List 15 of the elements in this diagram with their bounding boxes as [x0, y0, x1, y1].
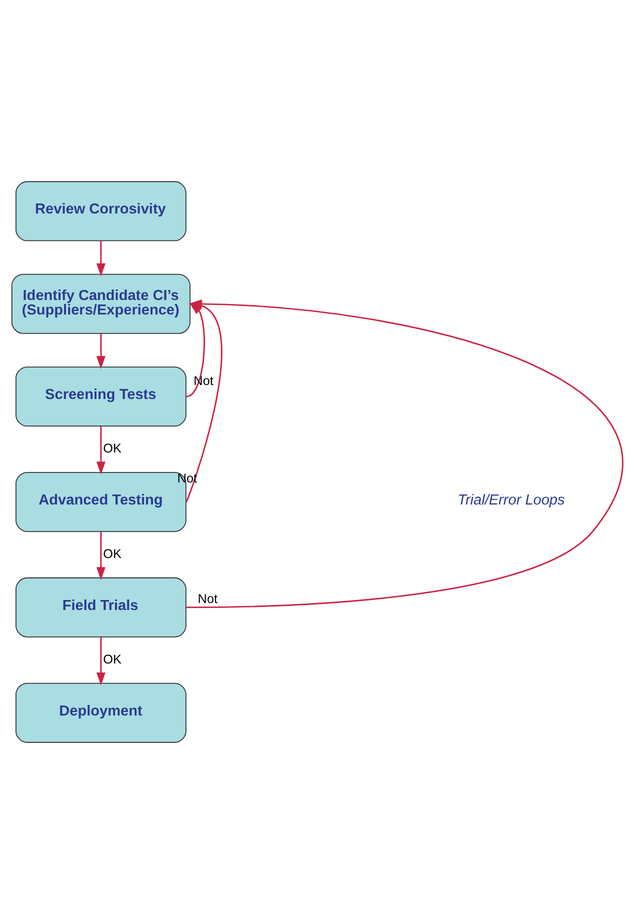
node-box: Deployment	[16, 682, 186, 742]
node-box: Screening Tests	[16, 366, 186, 426]
node-box: Field Trials	[16, 576, 186, 637]
arrow	[96, 333, 106, 368]
node-box: Identify Candidate CI’s (Suppliers/Experience)	[11, 273, 190, 334]
arrow	[96, 240, 106, 276]
edge-label: Not	[198, 590, 218, 606]
arrow	[96, 426, 106, 474]
label: Trial/Error Loops	[458, 492, 565, 508]
arrow	[96, 531, 106, 580]
edge-label: OK	[103, 546, 122, 561]
node-box: Review Corrosivity	[16, 180, 186, 241]
edge-label: OK	[103, 650, 122, 666]
arrow	[96, 636, 106, 685]
edge-label: OK	[103, 440, 122, 456]
